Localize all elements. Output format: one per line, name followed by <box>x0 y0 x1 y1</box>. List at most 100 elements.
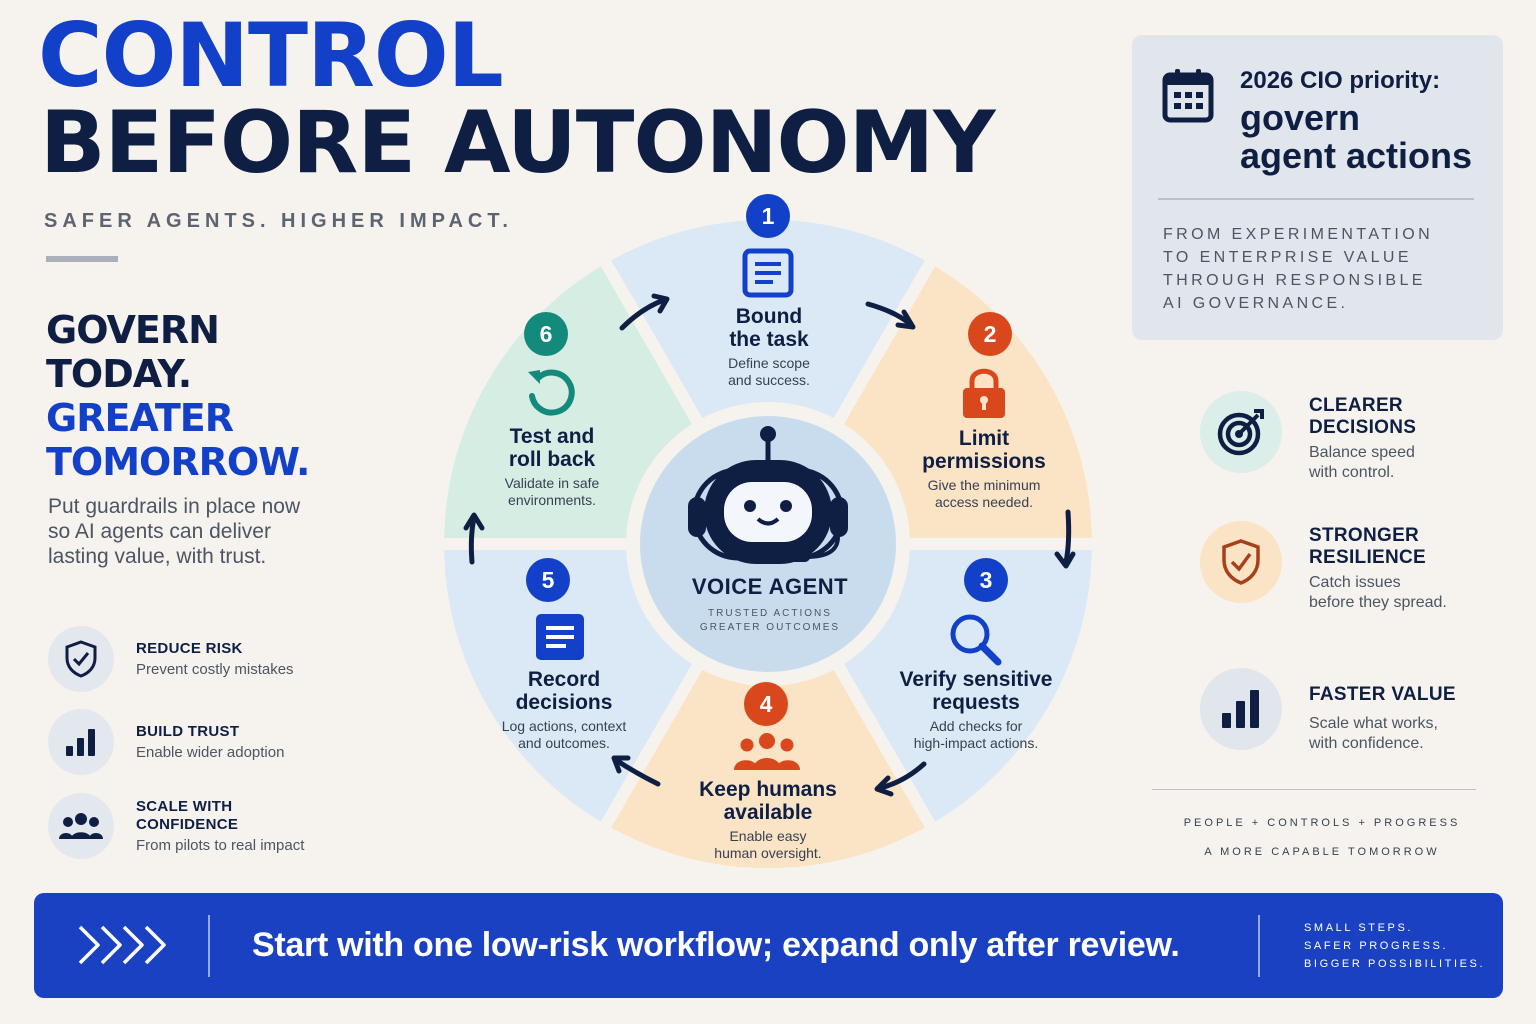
bottom-banner: Start with one low-risk workflow; expand… <box>34 893 1503 998</box>
step-title-2: the task <box>729 328 809 351</box>
benefit-title: CLEARER <box>1309 395 1403 416</box>
step-desc-2: access needed. <box>934 494 1034 510</box>
step-title: Limit <box>958 427 1010 450</box>
benefit-reduce-risk: REDUCE RISK Prevent costly mistakes <box>48 626 294 692</box>
benefit-title: SCALE WITH <box>136 798 233 815</box>
step-4-label: Keep humans available Enable easy human … <box>670 778 866 862</box>
benefit-build-trust: BUILD TRUST Enable wider adoption <box>48 709 284 775</box>
step-5-label: Record decisions Log actions, context an… <box>466 668 662 752</box>
shield-check-icon <box>48 626 114 692</box>
step-title-2: permissions <box>922 450 1046 473</box>
cio-divider <box>1158 198 1474 200</box>
benefit-title-2: CONFIDENCE <box>136 816 239 833</box>
arrow-3-to-4 <box>877 761 927 791</box>
cio-para-line: THROUGH RESPONSIBLE <box>1163 272 1426 289</box>
benefit-desc: Prevent costly mistakes <box>136 661 294 678</box>
benefit-desc-2: with control. <box>1309 464 1395 481</box>
robot-headset-icon <box>688 426 848 564</box>
calendar-icon <box>1162 67 1214 128</box>
step-desc-2: environments. <box>508 492 596 508</box>
step-title: Bound <box>735 305 803 328</box>
lead-paragraph: Put guardrails in place now so AI agents… <box>48 495 301 568</box>
step-6-label: Test and roll back Validate in safe envi… <box>454 425 650 509</box>
step-desc: Log actions, context <box>501 718 627 734</box>
step-title: Verify sensitive <box>899 668 1053 691</box>
step-3-badge: 3 <box>964 558 1008 602</box>
center-subtitle: TRUSTED ACTIONS GREATER OUTCOMES <box>660 607 880 635</box>
banner-small-line: SMALL STEPS. <box>1304 922 1414 934</box>
step-desc: Define scope <box>728 355 810 371</box>
govern-line-3: GREATER <box>46 396 234 440</box>
cio-para-line: AI GOVERNANCE. <box>1163 295 1349 312</box>
cio-para-line: FROM EXPERIMENTATION <box>1163 226 1434 243</box>
benefit-stronger-resilience: STRONGER RESILIENCE Catch issues before … <box>1200 521 1447 613</box>
chevrons-right-icon <box>78 925 168 970</box>
benefit-desc: Scale what works, <box>1309 715 1438 732</box>
step-title-2: requests <box>932 691 1020 714</box>
banner-message: Start with one low-risk workflow; expand… <box>252 926 1180 964</box>
center-title: VOICE AGENT <box>691 574 849 599</box>
banner-small-line: BIGGER POSSIBILITIES. <box>1304 958 1486 970</box>
step-desc-2: human oversight. <box>714 845 822 861</box>
target-icon <box>1200 391 1282 473</box>
people-icon <box>732 732 802 777</box>
banner-divider <box>208 915 210 977</box>
benefit-desc-2: before they spread. <box>1309 594 1447 611</box>
padlock-icon <box>960 366 1008 425</box>
document-icon <box>742 248 794 303</box>
step-title-2: decisions <box>515 691 613 714</box>
process-wheel <box>436 212 1100 876</box>
center-sub-1: TRUSTED ACTIONS <box>708 608 832 619</box>
footer-right-line-2: A MORE CAPABLE TOMORROW <box>1204 846 1440 858</box>
cio-priority-card: 2026 CIO priority: govern agent actions … <box>1132 35 1503 340</box>
govern-line-4: TOMORROW. <box>46 440 310 484</box>
benefit-clearer-decisions: CLEARER DECISIONS Balance speed with con… <box>1200 391 1416 483</box>
benefit-title: FASTER VALUE <box>1309 684 1456 705</box>
benefit-title: STRONGER <box>1309 525 1420 546</box>
banner-small-line: SAFER PROGRESS. <box>1304 940 1449 952</box>
step-desc: Add checks for <box>929 718 1023 734</box>
benefit-desc: Catch issues <box>1309 574 1401 591</box>
cio-kicker: 2026 CIO priority: <box>1240 67 1441 94</box>
title-line-2: BEFORE AUTONOMY <box>40 93 996 193</box>
step-title: Test and <box>509 425 595 448</box>
arrow-4-to-5 <box>613 757 661 787</box>
cio-value: govern agent actions <box>1240 99 1472 175</box>
step-desc: Enable easy <box>729 828 807 844</box>
magnifier-icon <box>948 612 1004 671</box>
banner-small-text: SMALL STEPS. SAFER PROGRESS. BIGGER POSS… <box>1304 919 1485 973</box>
right-divider <box>1152 789 1476 790</box>
people-group-icon <box>48 793 114 859</box>
step-desc: Validate in safe <box>504 475 600 491</box>
step-1-badge: 1 <box>746 194 790 238</box>
arrow-2-to-3 <box>1063 509 1072 565</box>
benefit-desc: From pilots to real impact <box>136 837 305 854</box>
step-title: Record <box>527 668 601 691</box>
center-sub-2: GREATER OUTCOMES <box>699 622 841 633</box>
rollback-icon <box>524 366 578 425</box>
step-desc-2: and outcomes. <box>518 735 610 751</box>
govern-line-2: TODAY. <box>46 352 192 396</box>
arrow-5-to-6 <box>468 515 477 565</box>
log-document-icon <box>534 612 586 667</box>
step-5-badge: 5 <box>526 558 570 602</box>
benefit-desc: Balance speed <box>1309 444 1415 461</box>
cio-paragraph: FROM EXPERIMENTATION TO ENTERPRISE VALUE… <box>1163 223 1433 315</box>
benefit-desc: Enable wider adoption <box>136 744 285 761</box>
govern-line-1: GOVERN <box>46 308 220 352</box>
step-desc-2: and success. <box>728 372 810 388</box>
benefit-faster-value: FASTER VALUE Scale what works, with conf… <box>1200 668 1456 754</box>
shield-check-icon <box>1200 521 1282 603</box>
benefit-title-2: DECISIONS <box>1309 417 1417 438</box>
cio-value-2: agent actions <box>1240 135 1473 176</box>
step-2-badge: 2 <box>968 312 1012 356</box>
step-4-badge: 4 <box>744 682 788 726</box>
cio-para-line: TO ENTERPRISE VALUE <box>1163 249 1412 266</box>
benefit-title: BUILD TRUST <box>136 723 240 740</box>
step-6-badge: 6 <box>524 312 568 356</box>
step-2-label: Limit permissions Give the minimum acces… <box>886 427 1082 511</box>
step-title-2: roll back <box>508 448 596 471</box>
footer-right-line-1: PEOPLE + CONTROLS + PROGRESS <box>1183 817 1461 829</box>
tagline: SAFER AGENTS. HIGHER IMPACT. <box>44 210 513 232</box>
step-title-2: available <box>723 801 813 824</box>
